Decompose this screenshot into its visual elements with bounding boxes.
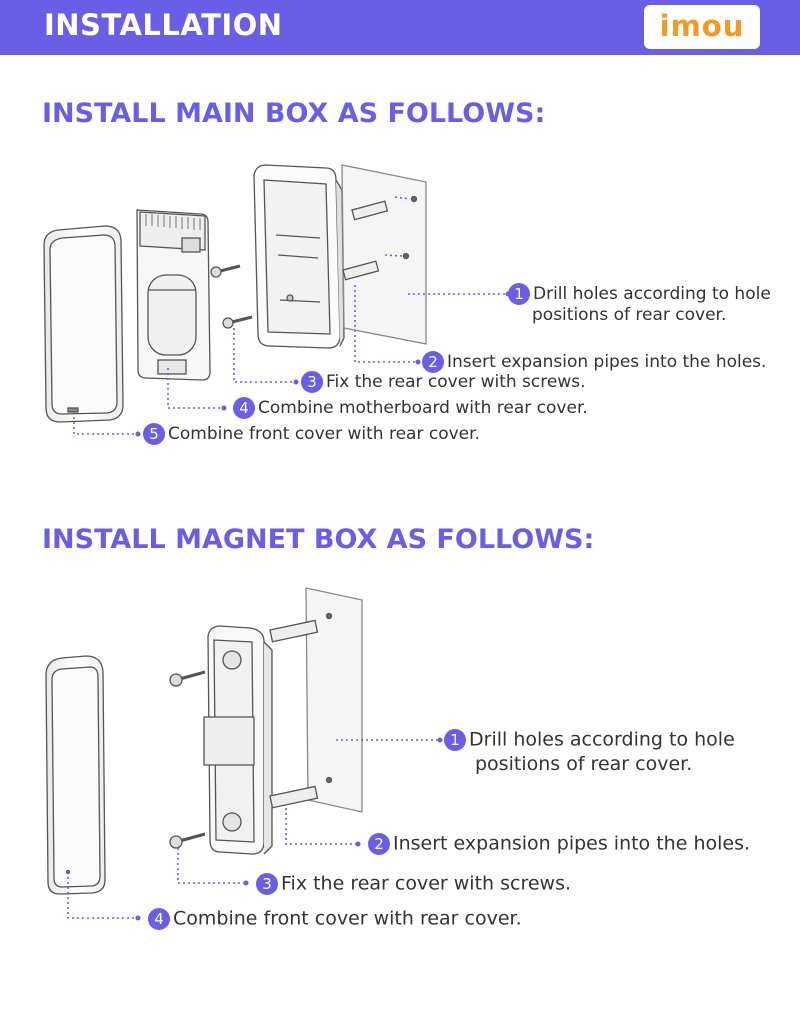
main-step-1-line2: positions of rear cover. xyxy=(532,305,727,325)
magnet-step-1-line2: positions of rear cover. xyxy=(475,753,693,775)
header-title: INSTALLATION xyxy=(44,8,283,42)
main-leader-lines xyxy=(73,196,508,435)
step-number-badge: 2 xyxy=(422,351,444,373)
logo-text: imou xyxy=(659,9,745,43)
step-number-badge: 2 xyxy=(368,832,390,855)
step-number-badge: 5 xyxy=(143,423,165,445)
step-text: Drill holes according to hole xyxy=(469,728,735,751)
step-text: Fix the rear cover with screws. xyxy=(326,372,586,392)
step-text: Combine front cover with rear cover. xyxy=(173,907,522,930)
brand-logo: imou xyxy=(644,5,760,49)
step-text: Fix the rear cover with screws. xyxy=(281,872,572,895)
step-number-badge: 1 xyxy=(444,728,466,751)
chevron-right-icon: › xyxy=(258,10,269,40)
main-screws xyxy=(210,264,253,329)
magnet-screws xyxy=(169,670,206,849)
header-bar: INSTALLATION › imou xyxy=(0,0,800,55)
step-text: Insert expansion pipes into the holes. xyxy=(447,352,767,372)
step-number-badge: 4 xyxy=(233,397,255,419)
main-wall xyxy=(341,164,427,345)
step-text: Drill holes according to hole xyxy=(533,284,771,304)
magnet-rear-cover xyxy=(203,625,273,855)
main-motherboard xyxy=(136,209,211,381)
step-number-badge: 1 xyxy=(508,283,530,305)
step-number-badge: 4 xyxy=(148,907,170,930)
magnet-wall xyxy=(305,587,363,813)
step-text: Insert expansion pipes into the holes. xyxy=(393,832,751,855)
magnet-leader-lines xyxy=(67,739,440,919)
main-expansion-pipes xyxy=(342,200,389,281)
step-text: Combine motherboard with rear cover. xyxy=(258,398,588,418)
magnet-box-title: INSTALL MAGNET BOX AS FOLLOWS: xyxy=(42,524,595,555)
step-number-badge: 3 xyxy=(301,371,323,393)
step-text: Combine front cover with rear cover. xyxy=(168,424,480,444)
main-box-title: INSTALL MAIN BOX AS FOLLOWS: xyxy=(42,98,546,129)
magnet-expansion-pipes xyxy=(269,619,319,809)
step-number-badge: 3 xyxy=(256,872,278,895)
main-front-cover xyxy=(43,225,124,423)
main-rear-cover xyxy=(253,164,345,349)
magnet-front-cover xyxy=(45,655,106,895)
